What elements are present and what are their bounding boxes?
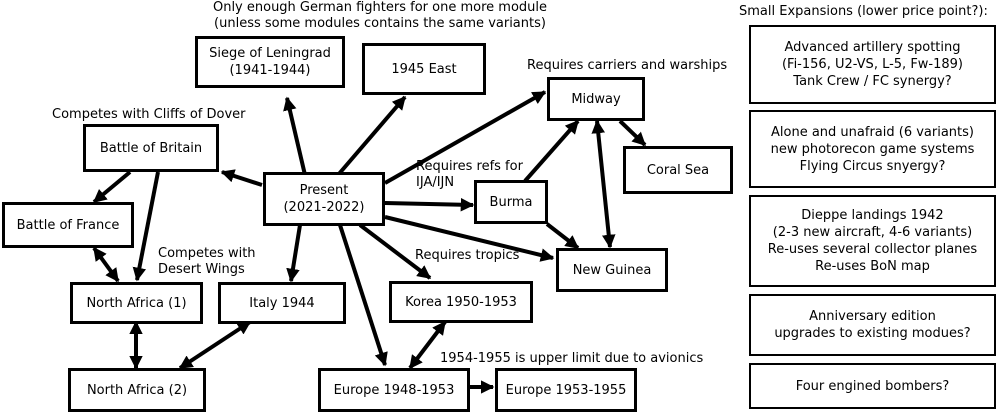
edge-burma-midway [523, 119, 580, 183]
small-expansions-title: Small Expansions (lower price point?): [739, 4, 988, 19]
node-battle-of-france: Battle of France [2, 202, 134, 248]
node-europe-1948-1953: Europe 1948-1953 [318, 368, 470, 412]
note-cliffs-of-dover: Competes with Cliffs of Dover [52, 107, 246, 122]
edge-present-europe4853 [338, 224, 388, 367]
node-battle-of-britain: Battle of Britain [83, 124, 219, 172]
small-expansion-four-engined-bombers: Four engined bombers? [749, 363, 996, 409]
edge-burma-guinea [545, 222, 580, 250]
small-expansion-dieppe-landings: Dieppe landings 1942 (2-3 new aircraft, … [749, 195, 996, 287]
node-korea-1950-1953: Korea 1950-1953 [389, 281, 533, 323]
edge-present-midway [384, 90, 547, 185]
edge-present-leningrad [283, 96, 307, 176]
node-coral-sea: Coral Sea [623, 146, 733, 194]
edge-na2-italy [178, 320, 252, 370]
edge-korea-europe4853 [408, 320, 447, 370]
note-tropics: Requires tropics [415, 248, 520, 263]
edge-france-na1 [92, 246, 120, 283]
note-desert-wings: Competes with Desert Wings [158, 246, 256, 277]
edge-midway-guinea [591, 119, 616, 249]
small-expansion-artillery-spotting: Advanced artillery spotting (Fi-156, U2-… [749, 25, 996, 104]
edge-present-britain [220, 169, 263, 187]
node-1945-east: 1945 East [362, 43, 486, 95]
note-avionics: 1954-1955 is upper limit due to avionics [440, 351, 704, 366]
note-carriers: Requires carriers and warships [527, 58, 728, 73]
edge-present-italy [286, 224, 302, 283]
small-expansion-alone-and-unafraid: Alone and unafraid (6 variants) new phot… [749, 110, 996, 188]
edge-present-1945east [336, 95, 407, 177]
small-expansion-anniversary-edition: Anniversary edition upgrades to existing… [749, 294, 996, 356]
node-europe-1953-1955: Europe 1953-1955 [495, 368, 637, 412]
edge-britain-na1 [132, 171, 160, 282]
node-burma: Burma [474, 180, 548, 224]
edge-present-guinea [384, 215, 555, 262]
note-refs-ija-ijn: Requires refs for IJA/IJN [416, 159, 523, 190]
edge-present-korea [358, 223, 432, 280]
node-north-africa-2: North Africa (2) [68, 368, 206, 412]
node-new-guinea: New Guinea [556, 248, 668, 292]
edge-midway-coral [618, 119, 647, 147]
node-present: Present (2021-2022) [263, 172, 385, 226]
edge-present-burma [384, 197, 475, 212]
node-midway: Midway [547, 77, 645, 121]
note-german-fighters: Only enough German fighters for one more… [212, 0, 548, 31]
edge-britain-france [92, 170, 132, 204]
node-north-africa-1: North Africa (1) [70, 282, 203, 324]
node-italy-1944: Italy 1944 [218, 282, 346, 324]
node-siege-of-leningrad: Siege of Leningrad (1941-1944) [195, 36, 345, 88]
